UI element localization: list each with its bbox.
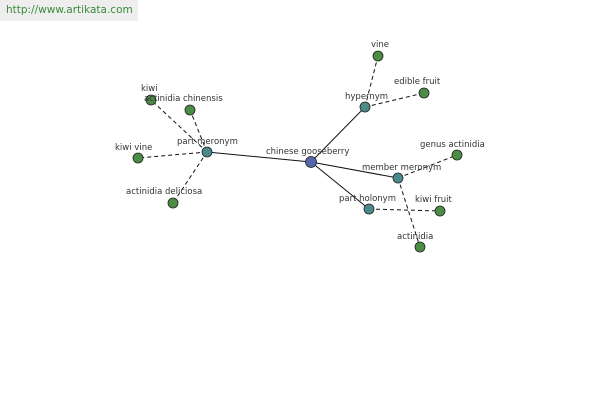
node-hypernym[interactable]: hypernym: [345, 92, 388, 113]
node-part-holonym[interactable]: part holonym: [339, 194, 396, 215]
node-edible-fruit[interactable]: edible fruit: [394, 77, 441, 99]
node-label-part-holonym[interactable]: part holonym: [339, 194, 396, 204]
node-vine[interactable]: vine: [371, 40, 389, 62]
node-dot-center[interactable]: [305, 156, 317, 168]
node-dot-vine[interactable]: [372, 50, 384, 62]
edge-part_holonym-kiwi_fruit: [368, 208, 441, 212]
node-dot-actinidia-chinensis[interactable]: [184, 104, 196, 116]
node-label-kiwi-vine[interactable]: kiwi vine: [115, 143, 152, 153]
node-actinidia-deliciosa[interactable]: actinidia deliciosa: [126, 187, 202, 209]
node-label-genus-actinidia[interactable]: genus actinidia: [420, 140, 485, 150]
edges-layer: [137, 55, 458, 248]
node-actinidia-chinensis[interactable]: actinidia chinensis: [144, 94, 223, 116]
edge-center-part_holonym: [310, 161, 370, 210]
edge-center-hypernym: [310, 106, 366, 163]
node-kiwi-vine[interactable]: kiwi vine: [115, 143, 152, 164]
node-label-actinidia[interactable]: actinidia: [397, 232, 433, 242]
node-label-center[interactable]: chinese gooseberry: [266, 147, 349, 157]
site-url-link[interactable]: http://www.artikata.com: [6, 4, 133, 16]
nodes-layer: chinese gooseberry hypernym part meronym me…: [115, 40, 485, 253]
edge-part_meronym-actinidia_deliciosa: [172, 151, 208, 204]
node-label-part-meronym[interactable]: part meronym: [177, 137, 238, 147]
node-label-kiwi[interactable]: kiwi: [141, 84, 158, 94]
edge-center-part_meronym: [206, 151, 312, 163]
node-label-edible-fruit[interactable]: edible fruit: [394, 77, 441, 87]
node-dot-kiwi-vine[interactable]: [132, 152, 144, 164]
node-dot-part-holonym[interactable]: [363, 203, 375, 215]
node-label-actinidia-chinensis[interactable]: actinidia chinensis: [144, 94, 223, 104]
node-dot-kiwi[interactable]: [145, 94, 157, 106]
edge-hypernym-edible_fruit: [364, 92, 425, 108]
node-label-member-meronym[interactable]: member meronym: [362, 163, 441, 173]
node-label-actinidia-deliciosa[interactable]: actinidia deliciosa: [126, 187, 202, 197]
node-member-meronym[interactable]: member meronym: [362, 163, 441, 184]
node-genus-actinidia[interactable]: genus actinidia: [420, 140, 485, 161]
node-center[interactable]: chinese gooseberry: [266, 147, 349, 168]
node-dot-hypernym[interactable]: [359, 101, 371, 113]
node-label-vine[interactable]: vine: [371, 40, 389, 50]
node-label-kiwi-fruit[interactable]: kiwi fruit: [415, 195, 453, 205]
node-actinidia[interactable]: actinidia: [397, 232, 433, 253]
edge-member_meronym-actinidia: [397, 177, 421, 248]
node-dot-genus-actinidia[interactable]: [451, 149, 463, 161]
node-dot-member-meronym[interactable]: [392, 172, 404, 184]
edge-center-member_meronym: [310, 161, 399, 179]
edge-part_meronym-kiwi: [150, 99, 208, 153]
node-kiwi-fruit[interactable]: kiwi fruit: [415, 195, 453, 217]
node-dot-actinidia[interactable]: [414, 241, 426, 253]
edge-member_meronym-genus_actinidia: [397, 154, 458, 179]
node-dot-part-meronym[interactable]: [201, 146, 213, 158]
edge-hypernym-vine: [364, 55, 379, 108]
edge-part_meronym-kiwi_vine: [137, 151, 208, 159]
node-dot-actinidia-deliciosa[interactable]: [167, 197, 179, 209]
edge-part_meronym-actinidia_chinensis: [189, 109, 208, 153]
node-part-meronym[interactable]: part meronym: [177, 137, 238, 158]
node-label-hypernym[interactable]: hypernym: [345, 92, 388, 102]
node-kiwi[interactable]: kiwi: [141, 84, 158, 106]
node-dot-edible-fruit[interactable]: [418, 87, 430, 99]
node-dot-kiwi-fruit[interactable]: [434, 205, 446, 217]
url-banner: http://www.artikata.com: [0, 0, 138, 21]
